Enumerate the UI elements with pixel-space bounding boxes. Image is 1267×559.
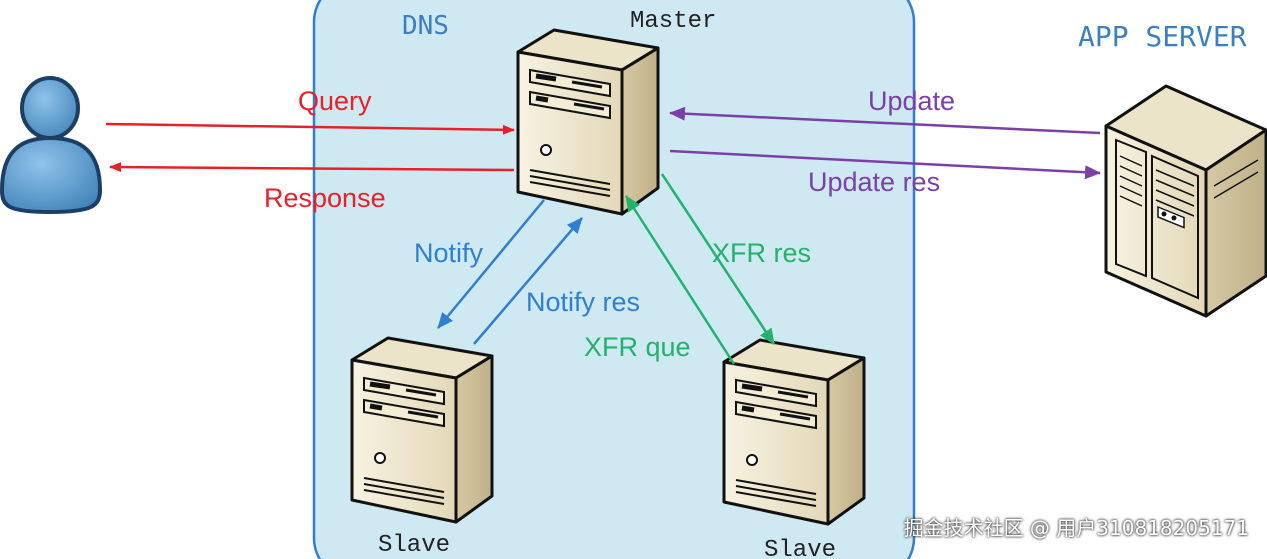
slave-server-left-icon <box>352 338 492 522</box>
user-icon <box>0 76 103 215</box>
slave-right-label: Slave <box>764 537 836 559</box>
app-server-label: APP SERVER <box>1078 20 1247 53</box>
update-res-arrow <box>669 149 1101 180</box>
slave-left-label: Slave <box>378 532 450 559</box>
dns-label: DNS <box>402 11 449 41</box>
master-server-icon <box>518 30 658 214</box>
response-arrow <box>109 162 515 173</box>
xfr-res-arrow <box>660 173 776 345</box>
notify-label: Notify <box>414 238 484 268</box>
xfr-res-label: XFR res <box>712 238 811 268</box>
notify-res-arrow <box>473 217 583 345</box>
update-res-label: Update res <box>808 167 940 197</box>
update-arrow <box>669 106 1101 135</box>
xfr-que-label: XFR que <box>584 332 691 362</box>
query-label: Query <box>298 86 372 116</box>
response-label: Response <box>264 183 386 213</box>
query-arrow <box>105 122 515 135</box>
notify-arrow <box>437 199 545 329</box>
notify-res-label: Notify res <box>526 287 640 317</box>
master-label: Master <box>630 8 716 35</box>
slave-server-right-icon <box>724 340 864 524</box>
update-label: Update <box>868 86 955 116</box>
app-server-icon <box>1104 84 1267 318</box>
xfr-que-arrow <box>624 195 736 365</box>
watermark: 掘金技术社区 @ 用户310818205171 <box>903 516 1249 540</box>
